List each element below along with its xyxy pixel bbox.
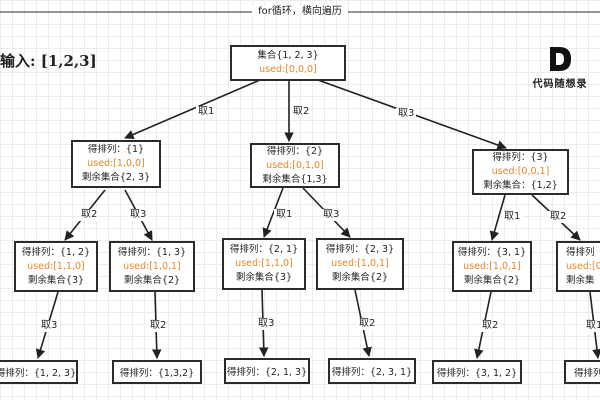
node-used: used:[1,1,0] [27,260,85,272]
edge-label: 取3 [321,209,342,221]
node-used: used:[1,0,1] [123,260,181,272]
node-remaining: 剩余集合{2, 3} [81,172,151,183]
edge-label: 取2 [480,320,501,332]
level2-node: 得排列：{1, 2} used:[1,1,0] 剩余集合{3} [14,241,98,292]
input-label: 输入: [1,2,3] [0,52,97,70]
logo: 代码随想录 [520,45,600,90]
level2-node: 得排列：{2, 1} used:[1,1,0] 剩余集合{3} [222,238,306,290]
node-remaining: 剩余集合{2} [331,272,389,283]
node-used: used:[1,1,0] [235,258,293,269]
edge-label: 取3 [396,108,417,120]
edge-3-1 [489,194,506,241]
node-remaining: 剩余集合{2} [123,274,181,286]
root-used: used:[0,0,0] [259,64,317,75]
node-permutation: 得排列：{3} [492,152,549,163]
node-permutation: 得排列：{1, 3} [117,246,187,258]
node-permutation: 得排列：{2, 1} [229,244,299,255]
node-permutation: 得排列 [566,246,595,258]
node-remaining: 剩余集合{2} [463,274,521,286]
edge-label: 取3 [256,318,277,330]
edge-label: 取2 [548,211,569,223]
node-used: used:[1,0,1] [331,258,389,269]
leaf-node: 得排列：{1, 2, 3} [0,360,78,384]
level2-node: 得排列：{1, 3} used:[1,0,1] 剩余集合{2} [109,241,195,292]
node-permutation: 得排列：{2} [266,145,324,157]
edge-label: 取2 [79,209,100,221]
node-remaining: 剩余集合：{1,2} [483,180,558,191]
edge-label: 取1 [584,320,600,332]
node-remaining: 剩余集合{1,3} [262,173,328,185]
edge-label: 取2 [357,318,378,330]
node-used: used:[0,0,1] [491,166,550,177]
leaf-node: 得排列 [564,360,600,384]
node-remaining: 剩余集 [566,274,595,286]
node-used: used:[0 [566,260,600,272]
node-permutation: 得排列：{1, 2} [21,246,91,258]
node-remaining: 剩余集合{3} [27,274,85,286]
level2-node: 得排列：{3, 1} used:[1,0,1] 剩余集合{2} [452,241,532,292]
leaf-node: 得排列：{2, 3, 1} [328,358,416,384]
node-permutation: 得排列：{2, 3} [325,244,395,255]
node-used: used:[0,1,0] [266,159,324,171]
leaf-node: 得排列：{1,3,2} [112,360,202,384]
edge-root-1 [124,79,261,139]
edge-label: 取1 [274,209,295,221]
frame-title: for循环，横向遍历 [0,6,600,18]
node-permutation: 得排列：{1} [87,144,145,155]
leaf-node: 得排列：{3, 1, 2} [432,360,522,384]
edge-label: 取1 [502,211,523,223]
logo-text: 代码随想录 [532,79,588,90]
root-set: 集合{1, 2, 3} [257,50,319,61]
level1-node: 得排列：{1} used:[1,0,0] 剩余集合{2, 3} [71,140,161,188]
edge-label: 取1 [196,106,217,118]
edge-2-1 [262,187,284,238]
edge-label: 取3 [39,320,60,332]
level2-node: 得排列：{2, 3} used:[1,0,1] 剩余集合{2} [316,238,404,290]
node-permutation: 得排列：{3, 1} [457,246,527,258]
node-used: used:[1,0,0] [87,158,145,169]
leaf-node: 得排列：{2, 1, 3} [224,358,310,384]
node-remaining: 剩余集合{3} [235,272,293,283]
edge-label: 取3 [128,209,149,221]
level1-node: 得排列：{2} used:[0,1,0] 剩余集合{1,3} [250,143,340,188]
level2-node: 得排列 used:[0 剩余集 [556,241,600,292]
root-node: 集合{1, 2, 3} used:[0,0,0] [230,45,346,81]
edge-label: 取2 [148,320,169,332]
logo-icon [550,47,571,71]
level1-node: 得排列：{3} used:[0,0,1] 剩余集合：{1,2} [472,149,569,195]
node-used: used:[1,0,1] [463,260,521,272]
edge-label: 取2 [291,106,312,118]
